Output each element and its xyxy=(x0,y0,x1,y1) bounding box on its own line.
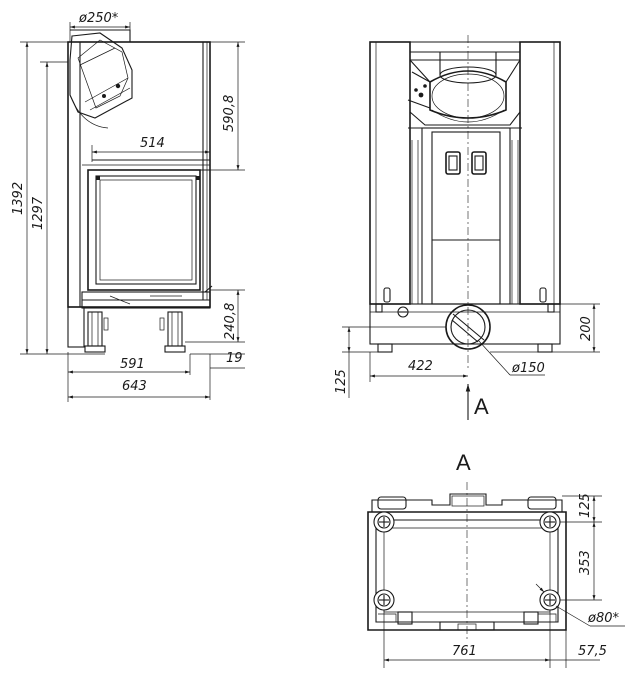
view-marker-top: A xyxy=(456,450,471,475)
dim-leg-spacing: 353 xyxy=(578,550,593,575)
dim-leg-diameter: ø80* xyxy=(587,611,619,626)
dim-flue-diameter: ø250* xyxy=(78,11,119,26)
dim-flue-height: 1297 xyxy=(31,196,46,230)
dim-total-height: 1392 xyxy=(11,182,26,215)
top-view-body xyxy=(367,493,567,631)
leg-disc-back-right xyxy=(539,511,561,533)
top-view: A xyxy=(367,450,625,668)
leg-disc-front-left xyxy=(373,589,395,611)
dim-top-section: 590,8 xyxy=(222,95,237,132)
dim-back-depth: 125 xyxy=(578,493,593,518)
side-view-body xyxy=(369,41,561,353)
side-view-dimensions: 200 125 422 ø150 A xyxy=(334,303,600,420)
leg-disc-back-left xyxy=(373,511,395,533)
leg-disc-front-right xyxy=(539,589,561,611)
top-view-dimensions: 125 353 ø80* 761 57,5 xyxy=(383,493,625,668)
dim-outer-depth: 643 xyxy=(122,379,147,394)
side-view: 200 125 422 ø150 A xyxy=(334,35,600,420)
dim-floor-height: 125 xyxy=(334,369,349,394)
dim-air-inlet-height: 200 xyxy=(579,316,594,341)
front-view-dimensions: ø250* 1392 1297 590,8 514 240,8 xyxy=(11,11,245,402)
dim-leg-offset: 57,5 xyxy=(578,644,607,659)
front-view: ø250* 1392 1297 590,8 514 240,8 xyxy=(11,11,245,402)
dim-air-inlet-offset: 422 xyxy=(408,359,433,374)
view-marker-side: A xyxy=(474,394,489,419)
dim-width: 761 xyxy=(452,644,477,659)
dim-offset: 19 xyxy=(226,351,243,366)
dim-inner-depth: 591 xyxy=(120,357,145,372)
dim-air-inlet-diameter: ø150 xyxy=(511,361,545,376)
front-view-body xyxy=(67,29,213,353)
dim-opening-width: 514 xyxy=(140,136,165,151)
dim-base-height: 240,8 xyxy=(223,303,238,340)
